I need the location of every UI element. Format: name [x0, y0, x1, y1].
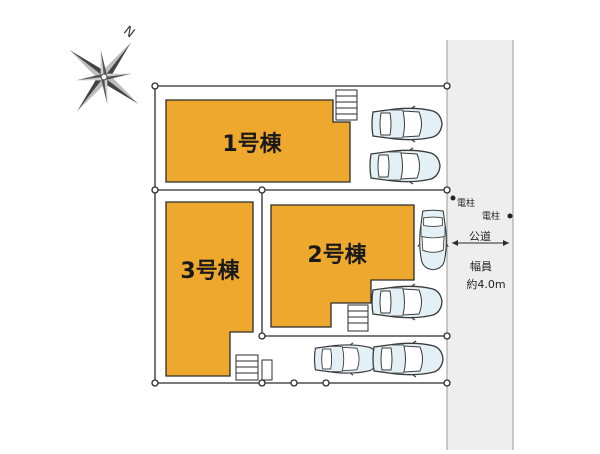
building-1 [165, 99, 351, 183]
building-2-label: 2号棟 [307, 242, 367, 268]
boundary-marker [443, 332, 451, 340]
compass-rose-icon [69, 42, 139, 112]
boundary-marker [151, 186, 159, 194]
boundary-marker [322, 379, 330, 387]
lot-boundaries [154, 85, 447, 384]
car-icon [372, 340, 444, 378]
car-icon [417, 209, 449, 271]
compass-north-label: N [120, 23, 137, 41]
boundary-markers [151, 82, 451, 387]
road-width-value: 約4.0m [466, 277, 505, 291]
road-name-label: 公道 [469, 229, 491, 243]
stair-1 [335, 89, 358, 121]
boundary-marker [290, 379, 298, 387]
boundary-marker [258, 379, 266, 387]
boundary-marker [443, 379, 451, 387]
road-width-label: 幅員 [470, 260, 492, 273]
boundary-marker [258, 332, 266, 340]
boundary-marker [443, 186, 451, 194]
car-icon [371, 105, 443, 143]
boundary-marker [151, 82, 159, 90]
building-1-label: 1号棟 [222, 131, 282, 157]
boundary-marker [151, 379, 159, 387]
utility-pole-label: 電柱 [482, 210, 500, 222]
boundary-marker [443, 82, 451, 90]
car-icon [369, 147, 441, 185]
building-3 [165, 201, 254, 377]
utility-pole-label: 電柱 [457, 197, 475, 209]
building-3-label: 3号棟 [180, 258, 240, 284]
car-icon [313, 342, 379, 376]
car-icon [371, 283, 443, 321]
building-2 [270, 204, 415, 328]
stair-3 [235, 354, 273, 381]
stair-2 [347, 304, 369, 332]
road-width-dimension [452, 240, 509, 246]
boundary-marker [258, 186, 266, 194]
utility-pole-dot [507, 213, 513, 219]
utility-pole-dot [450, 195, 456, 201]
